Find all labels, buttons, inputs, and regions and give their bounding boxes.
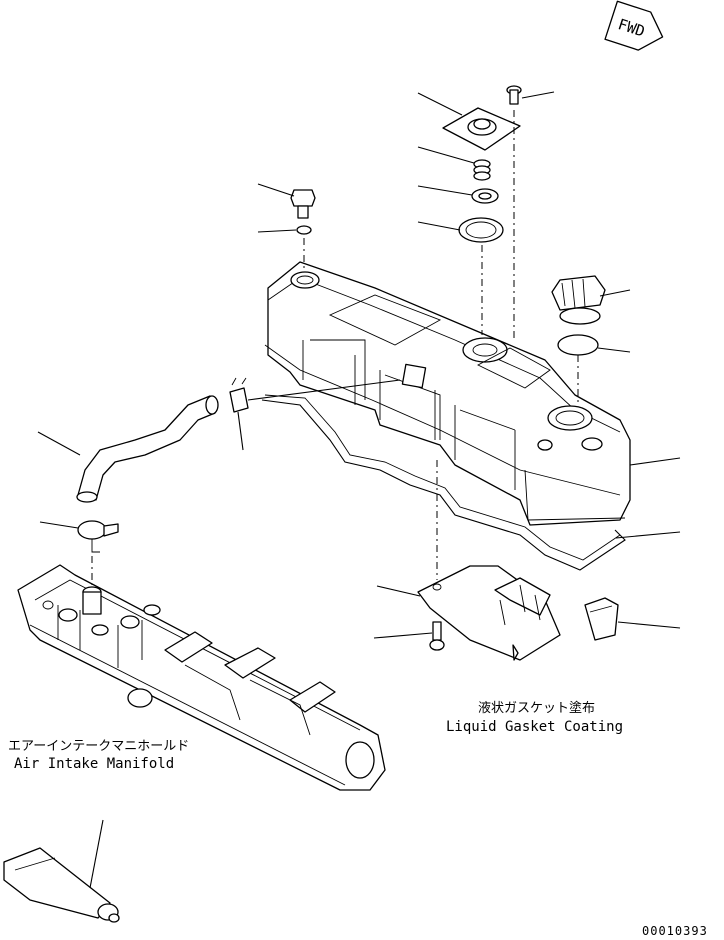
breather-connector <box>401 363 427 389</box>
washer <box>296 225 312 235</box>
hose-clamp <box>77 520 119 553</box>
leader-lines <box>37 91 681 889</box>
gasket-arrow-icon <box>512 644 519 661</box>
breather-plate <box>442 107 521 151</box>
fwd-arrow-icon: FWD <box>604 0 664 51</box>
sealant-tube <box>3 847 120 923</box>
head-cover-gasket <box>261 399 626 571</box>
hose-clip <box>229 377 249 413</box>
spring <box>473 159 491 181</box>
bolt-top <box>506 85 522 105</box>
manifold-label-en: Air Intake Manifold <box>14 756 174 772</box>
valve-disc <box>471 188 499 204</box>
o-ring <box>557 334 599 356</box>
gasket-plate <box>417 565 561 661</box>
gasket-label-en: Liquid Gasket Coating <box>446 719 623 735</box>
breather-hose <box>76 395 219 503</box>
gasket-label-jp: 液状ガスケット塗布 <box>478 700 595 716</box>
plate-bolt <box>429 621 445 651</box>
drawing-number: 00010393 <box>642 924 708 938</box>
oil-filler-cap <box>551 275 606 325</box>
air-intake-manifold <box>17 564 386 791</box>
side-connector <box>584 597 619 641</box>
diaphragm <box>458 217 504 243</box>
manifold-label-jp: エアーインテークマニホールド <box>8 739 189 754</box>
cap-bolt <box>290 189 316 219</box>
center-lines <box>91 110 579 585</box>
